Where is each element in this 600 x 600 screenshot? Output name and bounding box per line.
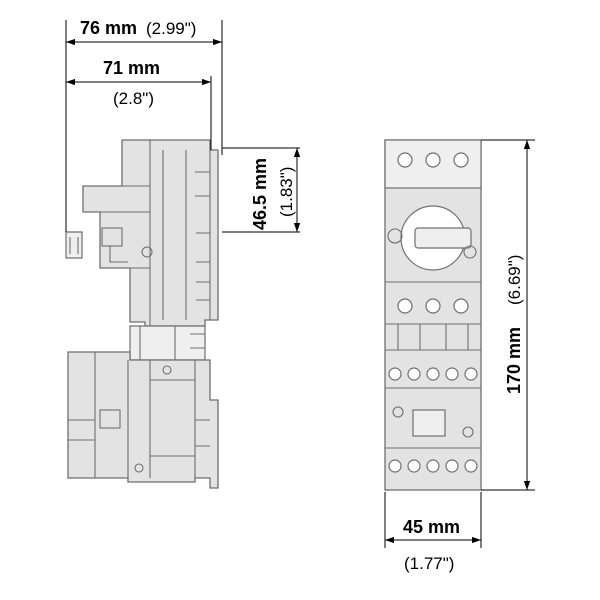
dim-depth-inner-alt: (2.8") [113,89,154,108]
front-top-terminals [397,152,469,168]
dim-depth-front: 46.5 mm (1.83") [222,147,301,233]
dim-height-label: 170 mm [504,327,524,394]
dim-depth-total: 76 mm (2.99") [65,18,223,232]
dim-height-alt: (6.69") [505,255,524,305]
dim-depth-inner: 71 mm (2.8") [66,58,212,150]
dim-width: 45 mm (1.77") [384,492,482,573]
dim-depth-inner-label: 71 mm [103,58,160,78]
front-body [384,139,482,491]
front-contactor-terminals [388,367,478,381]
front-view [384,139,482,491]
dim-depth-front-alt: (1.83") [277,167,296,217]
dim-width-label: 45 mm [403,517,460,537]
side-link-module [129,325,206,361]
side-view [65,139,219,489]
dim-depth-front-label: 46.5 mm [250,158,270,230]
front-middle-terminals [397,298,469,314]
dim-width-alt: (1.77") [404,554,454,573]
rotary-handle-grip [414,227,472,249]
dim-depth-total-alt: (2.99") [146,19,196,38]
side-contactor-body [67,351,219,489]
front-bottom-terminals [388,459,478,473]
dim-depth-total-label: 76 mm [80,18,137,38]
contactor-window [412,409,446,437]
dim-height: 170 mm (6.69") [481,139,535,491]
side-breaker-handle [65,231,83,259]
